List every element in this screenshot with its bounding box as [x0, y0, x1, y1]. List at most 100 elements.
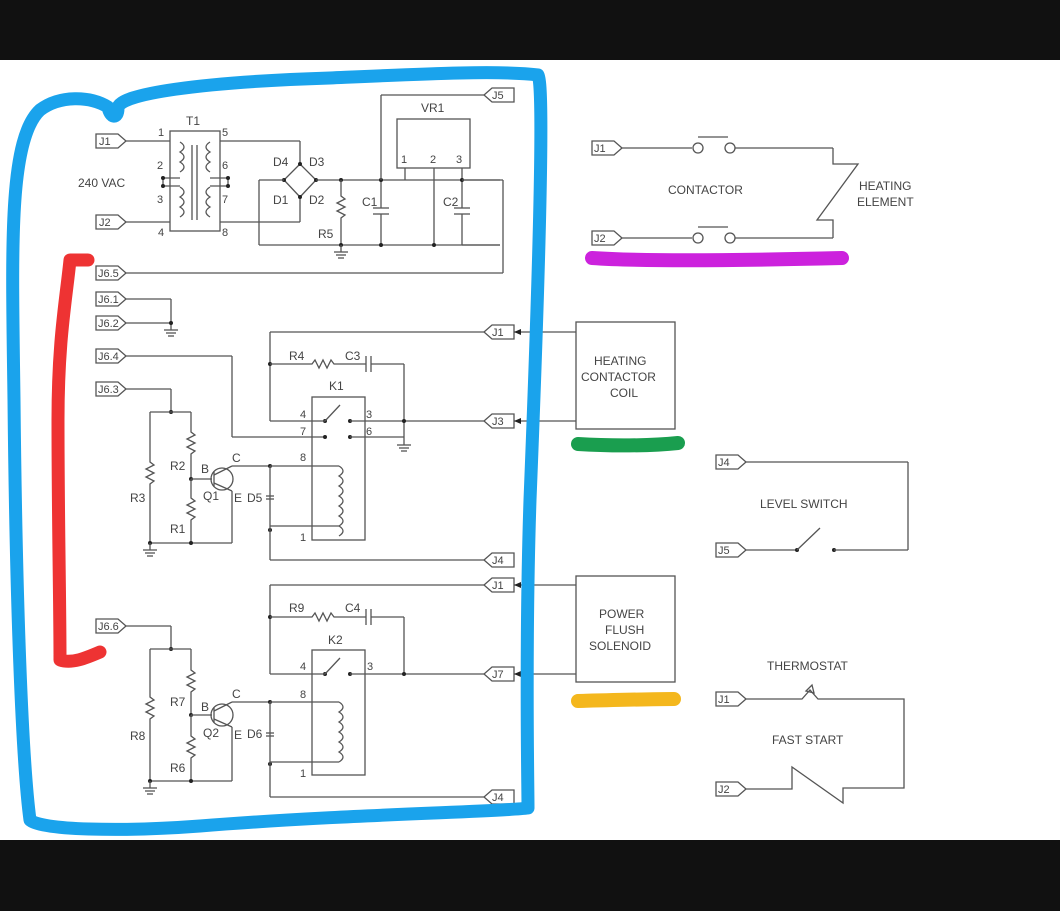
capacitor-c2: C2	[443, 195, 470, 245]
component-label: 3	[366, 409, 372, 421]
component-label: 1	[300, 532, 306, 544]
component-label: 3	[367, 661, 373, 673]
resistor-r5: R5	[318, 178, 349, 259]
component-label: J4	[718, 457, 730, 469]
resistor-r2: R2	[170, 412, 197, 479]
regulator-vr1: VR1 1 2 3	[380, 94, 484, 247]
component-label: HEATING	[594, 354, 646, 368]
relay-k2: K2 8 1 4 3	[270, 633, 373, 780]
contactor-heating-circuit: J1 J2 CONTACTOR HEATING ELEMENT	[591, 136, 914, 246]
top-letterbox	[0, 0, 1060, 60]
component-label: 3	[456, 154, 462, 166]
component-label: R9	[289, 601, 305, 615]
contactor-highlight	[585, 251, 849, 268]
wire	[796, 527, 821, 551]
component-label: 8	[300, 689, 306, 701]
connector-j6-2: J6.2	[95, 315, 127, 331]
connector-j6-6: J6.6	[95, 618, 127, 634]
component-label: 1	[401, 154, 407, 166]
component-label: D2	[309, 193, 325, 207]
connector-j5: J5	[483, 87, 515, 103]
component-label: J5	[718, 545, 730, 557]
component-label: C	[232, 451, 241, 465]
component-label: J6.2	[98, 318, 119, 330]
component-label: 2	[157, 160, 163, 172]
component-label: D5	[247, 491, 263, 505]
contactor-label: CONTACTOR	[668, 183, 743, 197]
resistor-r6: R6	[170, 715, 197, 781]
transformer-t1: T1 1 2 3 4 5 6 7 8	[157, 114, 230, 239]
component-label: D6	[247, 727, 263, 741]
j6-header: J6.5 J6.1 J6.2 J6.4 J6.3 J6.6	[95, 265, 503, 634]
component-label: J1	[492, 580, 504, 592]
connector-j4-k1: J4	[483, 552, 515, 568]
connector-j2-thermostat: J2	[715, 781, 747, 797]
component-label: R5	[318, 227, 334, 241]
wire	[185, 479, 197, 543]
wire	[144, 649, 156, 781]
connector-j6-3: J6.3	[95, 381, 127, 397]
component-label: POWER	[599, 607, 645, 621]
connector-j3: J3	[483, 413, 515, 429]
component-label: K1	[329, 379, 344, 393]
wire	[144, 412, 156, 545]
component-label: E	[234, 491, 242, 505]
connector-j6-5: J6.5	[95, 265, 127, 281]
connector-j4-k2: J4	[483, 789, 515, 805]
relay-k1-circuit: R3 R2 R1 B C E Q1	[126, 324, 515, 568]
component-label: FLUSH	[605, 623, 644, 637]
diode-d6: D6	[247, 700, 484, 798]
junction-dot	[323, 435, 327, 439]
wire	[185, 649, 197, 715]
junction-dot	[189, 779, 193, 783]
wire	[178, 186, 185, 218]
contactor-contact-b	[692, 232, 704, 244]
component-label: Q2	[203, 726, 219, 740]
relay-k2-circuit: R8 R7 R6 B C E Q2	[126, 577, 515, 805]
resistor-r1: R1	[170, 479, 197, 543]
component-label: 7	[222, 194, 228, 206]
component-label: J7	[492, 669, 504, 681]
resistor-r8: R8	[130, 649, 156, 781]
connector-j1-thermostat: J1	[715, 691, 747, 707]
component-label: 1	[300, 768, 306, 780]
junction-dot	[402, 672, 406, 676]
wire	[213, 482, 233, 492]
component-label: R8	[130, 729, 146, 743]
component-label: COIL	[610, 386, 638, 400]
component-label: J6.4	[98, 351, 119, 363]
component-label: 1	[158, 127, 164, 139]
j6-group-bracket	[51, 253, 107, 668]
wire	[337, 465, 344, 537]
connector-j2-contactor: J2	[591, 230, 623, 246]
power-supply-section: J1 J2 240 VAC T1 1 2 3 4 5 6 7 8	[78, 87, 515, 273]
component-label: J2	[99, 217, 111, 229]
junction-dot	[226, 176, 230, 180]
component-label: 2	[430, 154, 436, 166]
component-label: J3	[492, 416, 504, 428]
component-label: J2	[718, 784, 730, 796]
connector-j4-level: J4	[715, 454, 747, 470]
component-label: J5	[492, 90, 504, 102]
junction-dot	[379, 243, 383, 247]
heating-element-label-2: ELEMENT	[857, 195, 914, 209]
component-label: J4	[492, 555, 504, 567]
connector-j1-input: J1	[95, 133, 127, 149]
junction-dot	[161, 184, 165, 188]
wire	[270, 358, 366, 370]
wire	[746, 689, 905, 805]
component-label: 8	[222, 227, 228, 239]
contactor-contact-a	[692, 142, 704, 154]
control-board-outline	[6, 66, 548, 836]
heating-coil-highlight	[571, 436, 685, 453]
component-label: K2	[328, 633, 343, 647]
level-switch-circuit: J4 J5 LEVEL SWITCH	[715, 454, 909, 558]
solenoid-highlight	[571, 692, 681, 708]
component-label: R2	[170, 459, 186, 473]
wire	[205, 141, 212, 173]
component-label: R4	[289, 349, 305, 363]
component-label: C1	[362, 195, 378, 209]
component-label: Q1	[203, 489, 219, 503]
component-label: 6	[366, 426, 372, 438]
